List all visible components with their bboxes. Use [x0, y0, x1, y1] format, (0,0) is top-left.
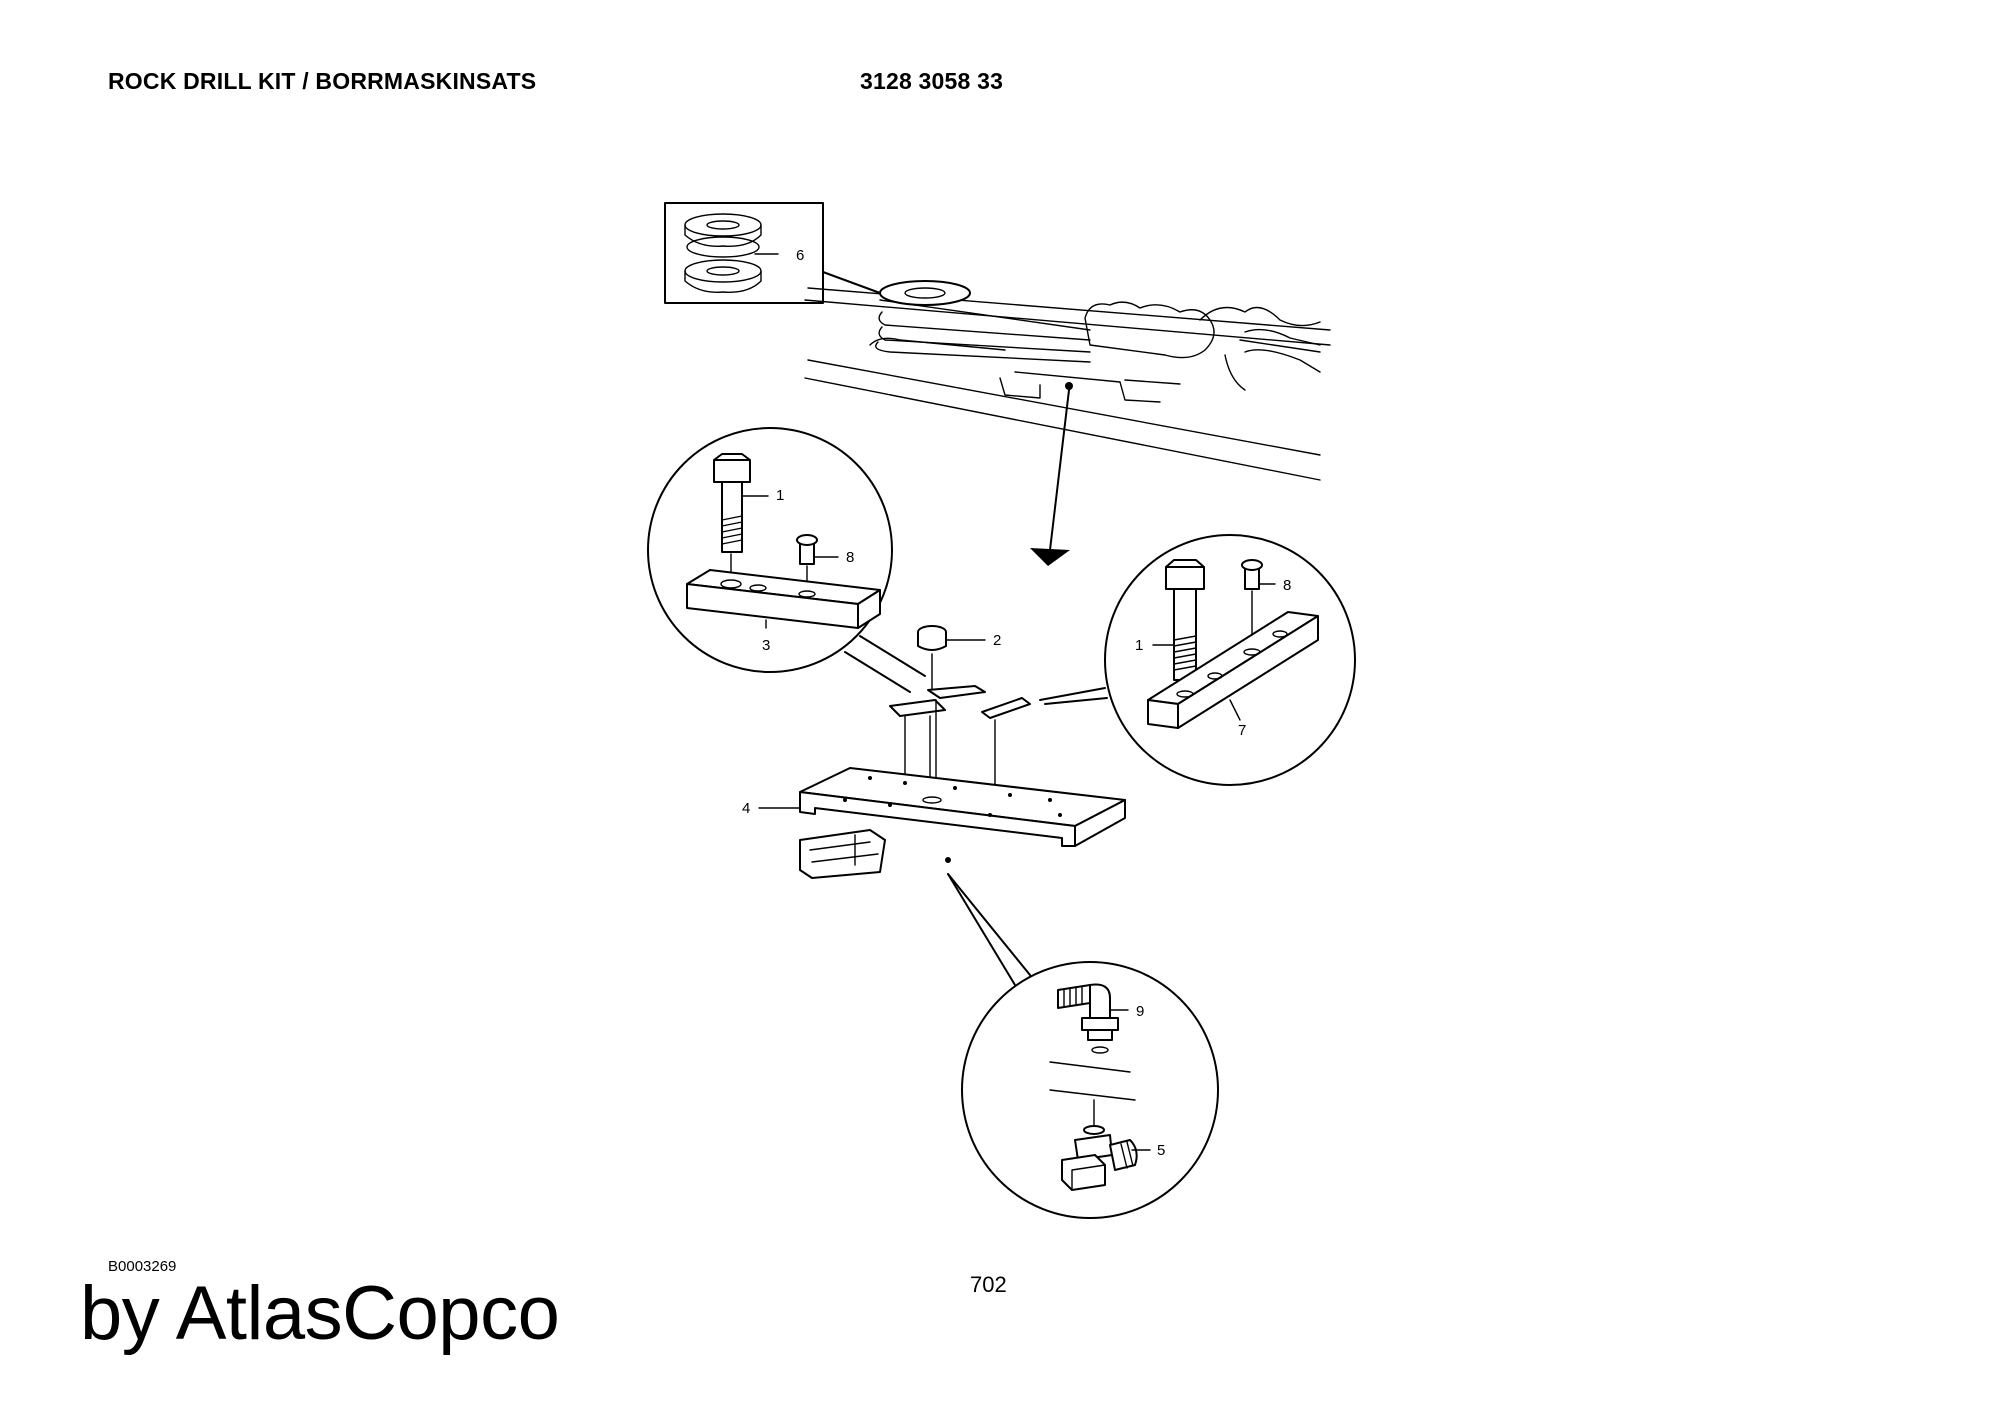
detail-box-disc-springs: 6	[664, 202, 881, 304]
callout-2: 2	[993, 632, 1001, 649]
callout-3: 3	[762, 637, 770, 654]
callout-5: 5	[1157, 1142, 1165, 1159]
callout-9: 9	[1136, 1003, 1144, 1020]
callout-8-right: 8	[1283, 577, 1291, 594]
drawing-code: B0003269	[108, 1258, 177, 1275]
direction-arrow	[1030, 389, 1070, 566]
detail-circle-left: 1 8 3	[647, 427, 926, 693]
callout-4: 4	[742, 800, 750, 817]
callout-7: 7	[1238, 722, 1246, 739]
part-number: 3128 3058 33	[860, 68, 1004, 94]
base-plate: 4	[742, 767, 1126, 879]
feed-beam-view	[804, 280, 1331, 481]
brand-watermark: by AtlasCopco	[80, 1271, 560, 1356]
document-title: ROCK DRILL KIT / BORRMASKINSATS	[108, 68, 537, 94]
page-number: 702	[970, 1272, 1007, 1297]
exploded-hardware: 2	[889, 625, 1031, 811]
detail-circle-right: 1 8 7	[1039, 534, 1356, 786]
callout-8-left: 8	[846, 549, 854, 566]
detail-circle-bottom: 9 5	[947, 873, 1219, 1219]
callout-1-left: 1	[776, 487, 784, 504]
callout-1-right: 1	[1135, 637, 1143, 654]
callout-6: 6	[796, 247, 804, 264]
